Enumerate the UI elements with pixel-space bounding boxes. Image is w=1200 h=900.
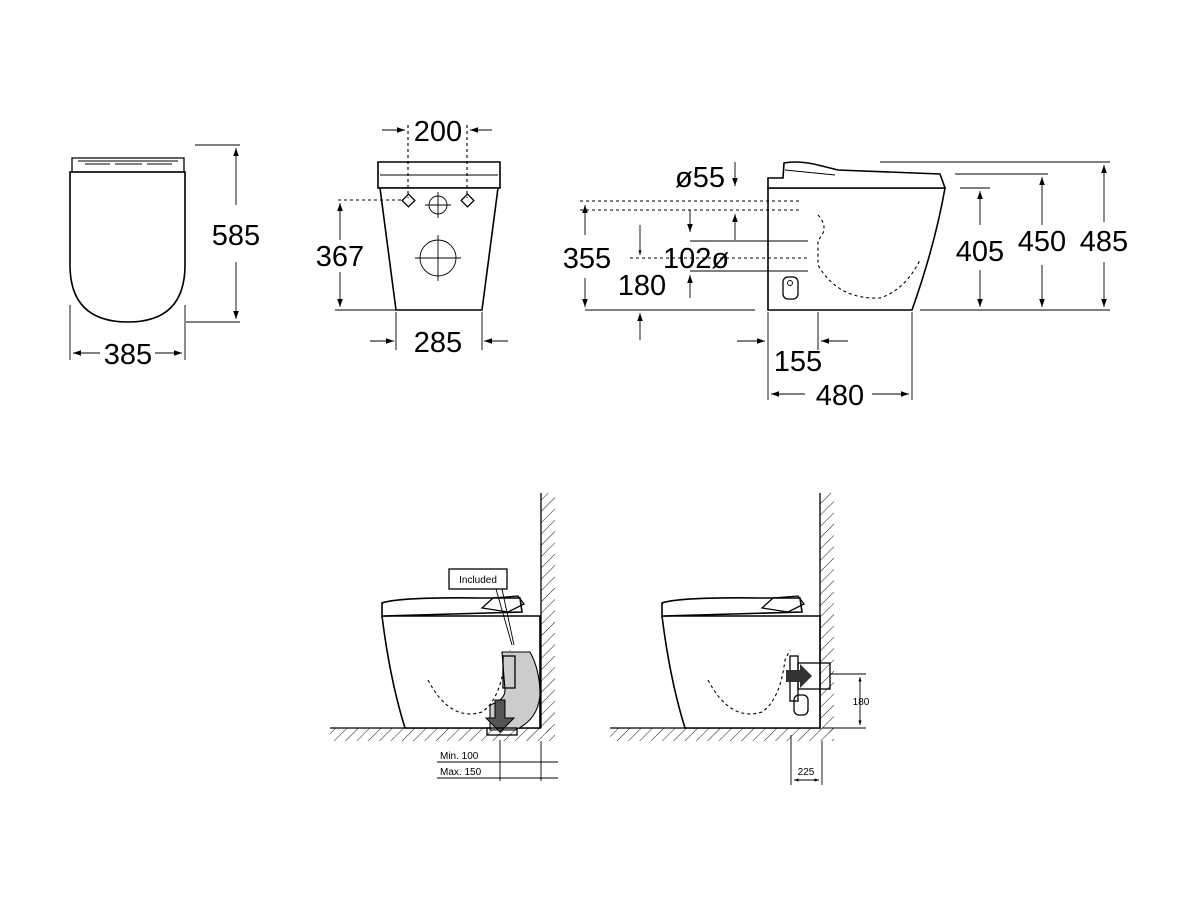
floor-install-view: Included Min. 100 Max. 150 — [330, 493, 558, 781]
wall-outlet-height-label: 180 — [853, 697, 870, 708]
seat-hinge-top — [71, 157, 185, 173]
toilet-rear-outline — [379, 187, 499, 311]
included-label: Included — [459, 575, 497, 586]
inlet-height-label: 355 — [563, 243, 611, 275]
rear-view: 200 367 285 — [316, 116, 508, 359]
top-view: 585 385 — [69, 144, 260, 371]
included-callout — [448, 568, 508, 590]
top-view-width-label: 385 — [104, 339, 152, 371]
seat-height-label: 450 — [1018, 226, 1066, 258]
side-button — [782, 276, 799, 300]
wall-distance-label: 225 — [798, 767, 815, 778]
rear-base-width-label: 285 — [414, 327, 462, 359]
max-distance-label: Max. 150 — [440, 767, 482, 778]
wall-hatch — [820, 493, 834, 733]
total-height-label: 485 — [1080, 226, 1128, 258]
inlet-diameter-label: ø55 — [675, 162, 725, 194]
depth-label: 480 — [816, 380, 864, 412]
seat-side — [767, 161, 947, 189]
toilet-side-outline — [767, 187, 946, 311]
bowl-height-label: 405 — [956, 236, 1004, 268]
floor-wall-hatch — [541, 493, 555, 733]
rear-hole-height-label: 367 — [316, 241, 364, 273]
rear-hole-spacing-label: 200 — [414, 116, 462, 148]
side-view: ø55 102ø 355 180 155 480 405 — [563, 161, 1128, 412]
toilet-top-outline — [69, 171, 186, 323]
top-view-height-label: 585 — [212, 220, 260, 252]
offset-label: 155 — [774, 346, 822, 378]
outlet-diameter-label: 102ø — [663, 243, 729, 275]
wall-floor-hatch — [610, 728, 834, 741]
min-distance-label: Min. 100 — [440, 751, 479, 762]
outlet-height-label: 180 — [618, 270, 666, 302]
floor-hatch — [330, 728, 555, 741]
wall-view-button — [793, 694, 809, 716]
wall-install-view: 180 225 — [610, 493, 870, 785]
